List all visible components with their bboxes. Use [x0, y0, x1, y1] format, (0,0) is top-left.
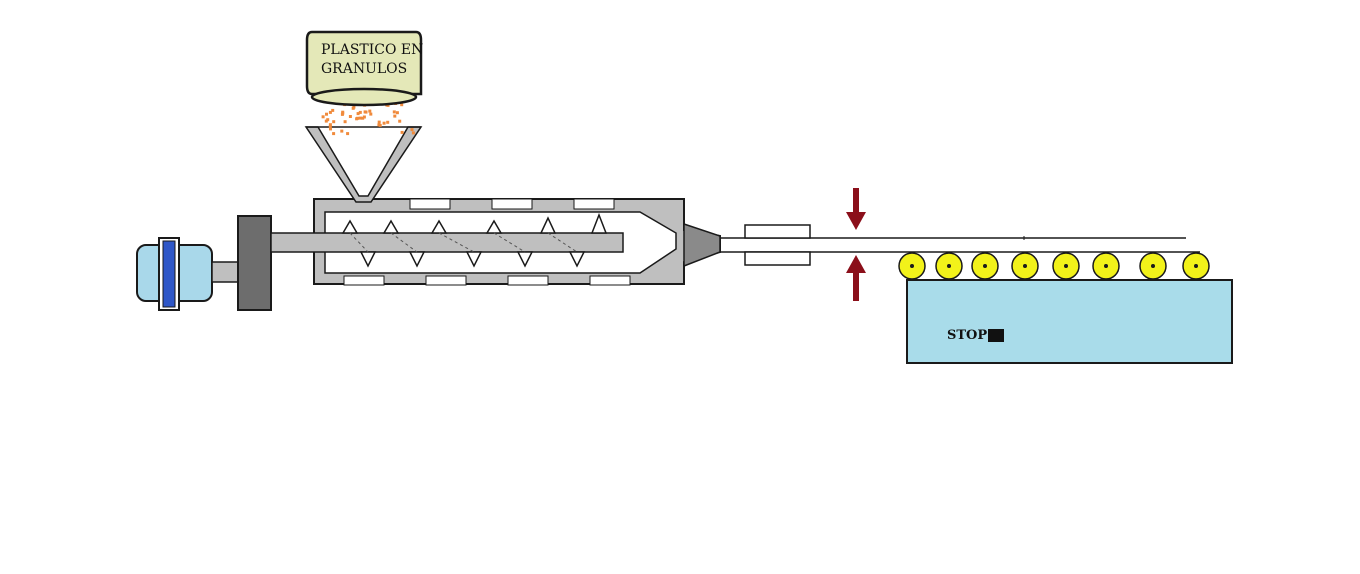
roller-axle	[1104, 264, 1108, 268]
granule	[328, 123, 332, 127]
granule	[329, 127, 332, 131]
granule	[362, 115, 366, 119]
granule	[356, 112, 360, 116]
granule-container: PLASTICO EN GRANULOS	[305, 30, 423, 107]
granule	[386, 120, 390, 124]
granule	[410, 128, 414, 132]
granule	[328, 110, 332, 114]
granule	[361, 116, 365, 120]
granule	[382, 121, 386, 125]
hopper-funnel	[304, 126, 423, 203]
granule	[341, 111, 345, 115]
granule	[328, 125, 332, 129]
cutter-arrows	[846, 188, 866, 301]
granule	[348, 115, 352, 118]
heater-bands-bottom	[343, 275, 631, 286]
granule	[392, 110, 396, 114]
calibrator	[744, 224, 811, 266]
hopper-label-line2: GRANULOS	[321, 61, 407, 77]
granule	[358, 110, 362, 114]
screw-shaft	[270, 232, 624, 253]
roller-axle	[947, 264, 951, 268]
gearbox	[237, 215, 272, 311]
stop-button[interactable]	[988, 329, 1004, 342]
die	[683, 222, 721, 268]
roller-axle	[1064, 264, 1068, 268]
granule	[352, 105, 356, 109]
container-body	[305, 30, 423, 96]
granule	[393, 114, 397, 118]
roller-axle	[1194, 264, 1198, 268]
granule	[340, 129, 344, 133]
granule	[368, 109, 372, 113]
stop-label: STOP	[947, 328, 987, 343]
granule	[369, 112, 373, 116]
rollers	[898, 252, 1210, 280]
screw-flights	[341, 212, 608, 268]
motor	[136, 237, 239, 311]
motor-shaft	[211, 261, 239, 283]
motor-band	[162, 240, 176, 308]
screw-helix-lines	[349, 232, 578, 253]
granule	[355, 117, 359, 121]
roller-axle	[1023, 264, 1027, 268]
granule	[400, 130, 404, 134]
container-rim	[310, 87, 418, 107]
roller-axle	[983, 264, 987, 268]
granule	[332, 132, 336, 136]
granule	[331, 108, 335, 112]
granule	[400, 103, 404, 107]
granule	[411, 131, 415, 135]
arrow-up	[846, 255, 866, 301]
granule	[363, 110, 367, 114]
granule	[321, 115, 325, 119]
granule	[326, 118, 330, 122]
arrow-down	[846, 188, 866, 230]
roller-axle	[910, 264, 914, 268]
granule	[346, 132, 350, 136]
granule	[398, 119, 402, 123]
granule	[395, 111, 399, 115]
granule	[377, 120, 381, 124]
conveyor-table	[906, 279, 1233, 364]
granule	[343, 120, 347, 124]
heater-bands-top	[409, 198, 615, 210]
granule	[358, 116, 362, 120]
roller-axle	[1151, 264, 1155, 268]
hopper-label-line1: PLASTICO EN	[321, 42, 423, 58]
granule	[377, 123, 381, 127]
granule	[325, 112, 328, 116]
granule	[332, 120, 336, 124]
